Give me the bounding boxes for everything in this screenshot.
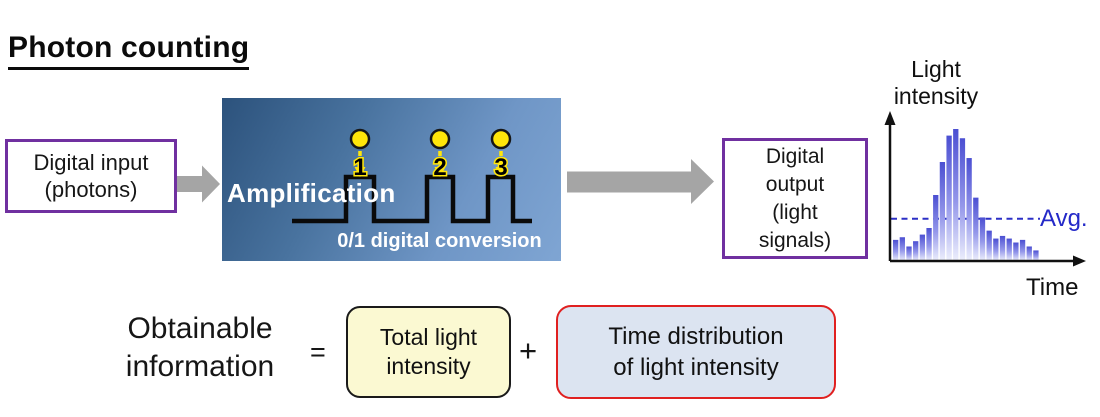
histogram-bar [893, 239, 899, 261]
digital-conversion-caption: 0/1 digital conversion [337, 230, 542, 252]
ylabel-line2: intensity [893, 83, 979, 109]
histogram-bar [906, 246, 912, 261]
histogram-bar [966, 158, 972, 261]
histogram-bar [1019, 239, 1026, 261]
digital-output-line1: Digital [765, 144, 825, 168]
lhs-line2: information [125, 350, 275, 383]
photon-arrowhead-icon [434, 167, 446, 177]
histogram-bar [979, 217, 986, 261]
histogram-bar [1013, 242, 1019, 261]
photon-1-group: 1 [349, 128, 371, 183]
amplification-label: Amplification [227, 178, 396, 208]
flow-arrow-right-icon [177, 165, 220, 203]
digital-output-box: Digital output (light signals) [722, 138, 868, 259]
histogram-bar [986, 230, 992, 261]
chart-x-axis-label: Time [1026, 274, 1079, 301]
obtainable-information-label: Obtainable information [95, 310, 305, 386]
photon-circle-icon [349, 128, 371, 150]
lhs-line1: Obtainable [127, 312, 273, 345]
term2-line1: Time distribution [608, 323, 784, 350]
ylabel-line1: Light [911, 56, 961, 82]
digital-input-box: Digital input (photons) [5, 139, 177, 213]
photon-number-1: 1 [353, 154, 366, 181]
y-axis-arrow-icon [884, 111, 896, 125]
photon-2-group: 2 [429, 128, 451, 183]
histogram-bar [946, 135, 952, 261]
photon-circle-icon [429, 128, 451, 150]
histogram-bar [973, 197, 979, 261]
histogram-bar [959, 138, 966, 261]
total-light-intensity-box: Total light intensity [346, 306, 511, 398]
photon-arrowhead-icon [495, 167, 507, 177]
histogram-bar [1026, 246, 1032, 261]
flow-arrow-right-icon [567, 159, 714, 204]
page-title: Photon counting [8, 31, 250, 70]
equals-sign: = [310, 337, 326, 367]
term1-line2: intensity [386, 353, 471, 379]
chart-y-axis-label: Light intensity [868, 56, 1004, 110]
x-axis-arrow-icon [1073, 255, 1086, 267]
digital-output-line4: signals) [758, 228, 832, 252]
plus-sign: + [519, 333, 538, 368]
photon-pulse-graphic: 1 2 3 [292, 128, 532, 224]
digital-input-line2: (photons) [44, 177, 138, 202]
term1-line1: Total light [379, 324, 478, 350]
digital-output-line3: (light [772, 200, 818, 224]
digital-output-line2: output [765, 172, 825, 196]
histogram-bars [893, 129, 1039, 261]
histogram-bar [919, 234, 926, 261]
digital-input-line1: Digital input [33, 150, 149, 175]
amplification-box: 1 2 3 Amplification 0/1 digital conversi… [222, 98, 561, 261]
histogram-bar [939, 162, 946, 261]
histogram-bar [1033, 250, 1039, 261]
histogram-bar [933, 195, 939, 261]
histogram-bar [1006, 238, 1012, 261]
histogram-bar [953, 129, 959, 261]
light-intensity-histogram [884, 111, 1086, 267]
photon-arrowhead-icon [354, 167, 366, 177]
histogram-bar [913, 241, 919, 261]
time-distribution-box: Time distribution of light intensity [556, 305, 836, 399]
histogram-bar [993, 238, 999, 261]
histogram-bar [926, 228, 932, 261]
avg-annotation: Avg. [1040, 205, 1088, 232]
histogram-bar [999, 235, 1006, 261]
photon-circle-icon [490, 128, 512, 150]
photon-3-group: 3 [490, 128, 512, 183]
photon-number-3: 3 [494, 154, 507, 181]
term2-line2: of light intensity [613, 354, 779, 381]
histogram-bar [899, 237, 905, 261]
photon-number-2: 2 [433, 154, 446, 181]
